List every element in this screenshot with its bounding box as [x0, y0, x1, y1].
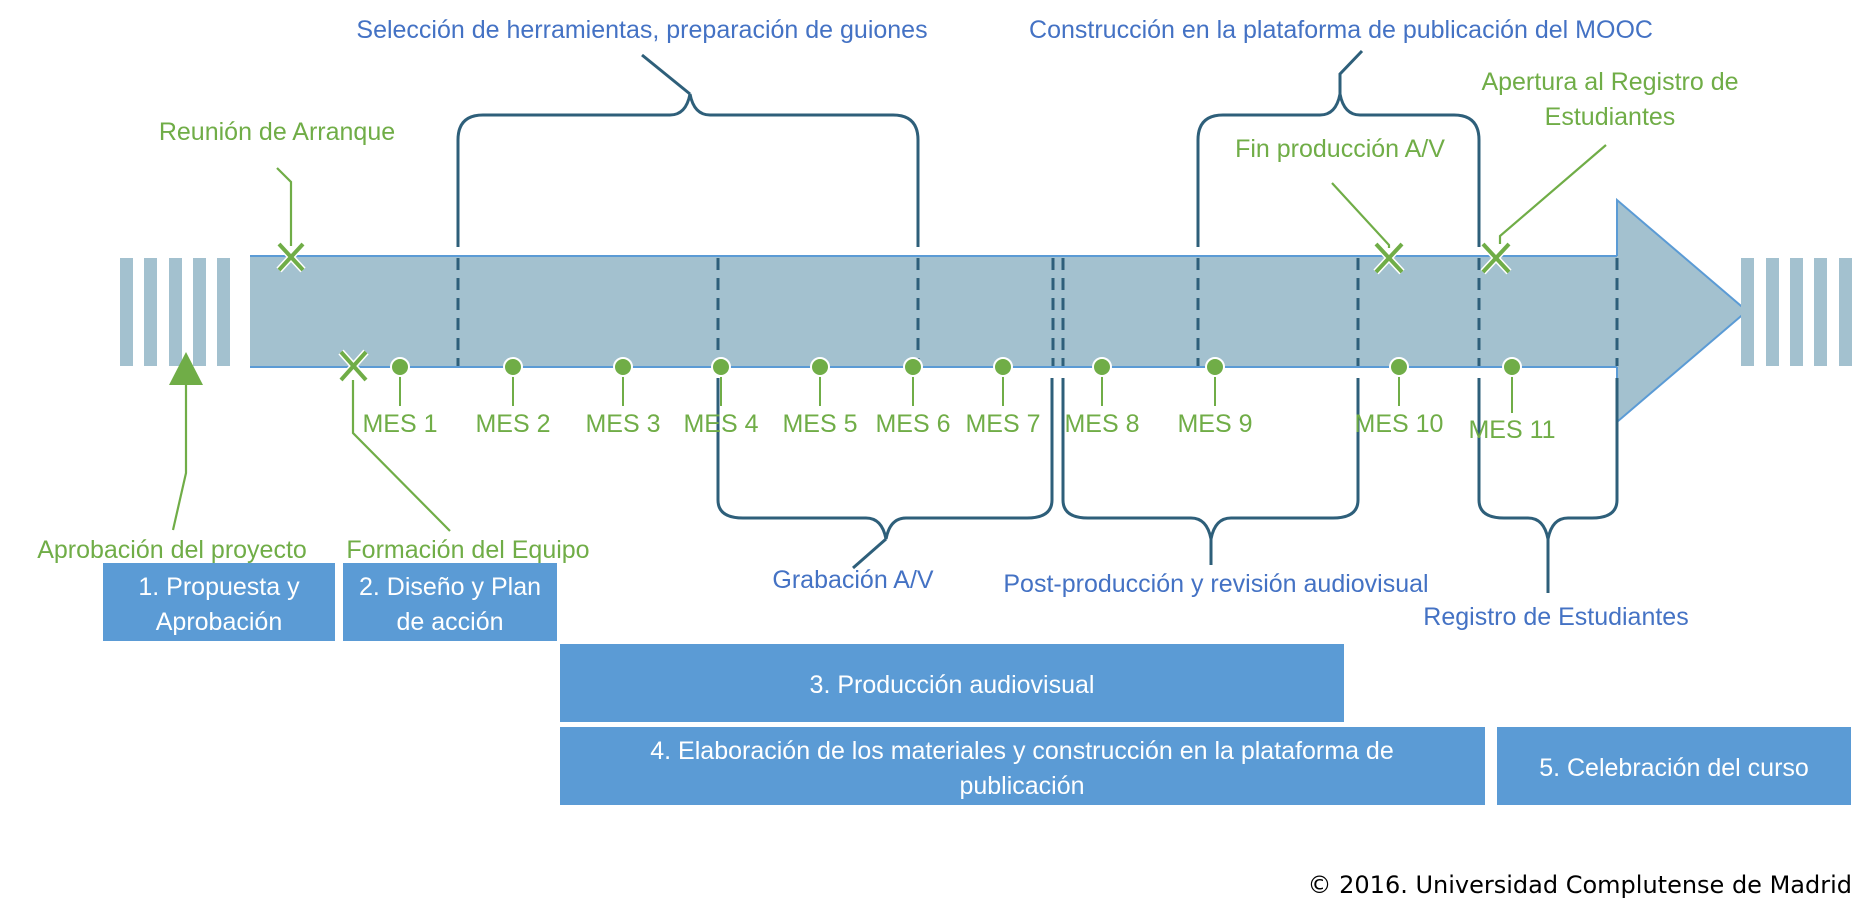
month-label: MES 5 — [782, 410, 857, 438]
cross-icon — [338, 349, 369, 383]
stripe — [120, 258, 133, 366]
phase-5-block — [1497, 727, 1851, 805]
month-dot — [711, 357, 731, 377]
timeline-arrow — [250, 200, 1747, 422]
right-stripes — [1741, 258, 1852, 366]
label-grabacion: Grabación A/V — [772, 566, 934, 594]
stripe — [1790, 258, 1803, 366]
label-apertura-line1: Apertura al Registro de — [1481, 68, 1738, 96]
month-label: MES 8 — [1064, 410, 1139, 438]
phase-5-label: 5. Celebración del curso — [1539, 754, 1809, 782]
month-label: MES 11 — [1468, 416, 1555, 444]
stripe — [1741, 258, 1754, 366]
phase-2-line2: de acción — [396, 608, 503, 636]
month-dot — [390, 357, 410, 377]
label-formacion: Formación del Equipo — [346, 536, 589, 564]
label-registro: Registro de Estudiantes — [1423, 603, 1688, 631]
label-fin-produccion: Fin producción A/V — [1235, 135, 1445, 163]
month-label: MES 3 — [585, 410, 660, 438]
month-label: MES 4 — [683, 410, 758, 438]
phase-blocks: 1. Propuesta y Aprobación 2. Diseño y Pl… — [103, 563, 1851, 805]
label-apertura-line2: Estudiantes — [1545, 103, 1676, 131]
leader-line — [351, 380, 451, 532]
label-seleccion: Selección de herramientas, preparación d… — [356, 16, 927, 44]
dashed-dividers — [456, 258, 1619, 366]
month-dot — [810, 357, 830, 377]
phase-4-line1: 4. Elaboración de los materiales y const… — [650, 737, 1393, 765]
month-label: MES 1 — [362, 410, 437, 438]
phase-3-block — [560, 644, 1344, 722]
stripe — [1814, 258, 1827, 366]
cross-icon — [1373, 241, 1405, 275]
stripe — [193, 258, 206, 366]
leader-line — [1498, 144, 1607, 244]
phase-1-line2: Aprobación — [156, 608, 282, 636]
milestone-apertura — [1480, 144, 1607, 275]
brace-leader — [1338, 49, 1364, 94]
stripe — [169, 258, 182, 366]
phase-3-label: 3. Producción audiovisual — [810, 671, 1095, 699]
month-labels: MES 1 MES 2 MES 3 MES 4 MES 5 MES 6 MES 7 MES 8… — [362, 410, 1555, 444]
copyright-notice: © 2016. Universidad Complutense de Madri… — [1308, 871, 1853, 899]
phase-2-block — [343, 563, 557, 641]
label-aprobacion: Aprobación del proyecto — [37, 536, 307, 564]
stripe — [1839, 258, 1852, 366]
brace-construccion — [1196, 93, 1481, 247]
cross-icon — [1480, 241, 1512, 275]
brace-leader — [852, 537, 887, 570]
month-dot — [993, 357, 1013, 377]
left-stripes — [120, 258, 230, 366]
label-postproduccion: Post-producción y revisión audiovisual — [1003, 570, 1428, 598]
month-dot — [1092, 357, 1112, 377]
month-label: MES 6 — [875, 410, 950, 438]
phase-1-block — [103, 563, 335, 641]
month-label: MES 9 — [1177, 410, 1252, 438]
milestone-aprobacion — [169, 352, 203, 531]
month-dot — [903, 357, 923, 377]
milestone-fin-produccion — [1331, 182, 1405, 275]
month-dot — [503, 357, 523, 377]
month-dot — [613, 357, 633, 377]
brace-leader — [641, 53, 691, 96]
triangle-up-icon — [169, 352, 203, 385]
phase-2-line1: 2. Diseño y Plan — [359, 573, 541, 601]
phase-1-line1: 1. Propuesta y — [138, 573, 300, 601]
month-dot — [1389, 357, 1409, 377]
month-dot — [1502, 357, 1522, 377]
brace-seleccion — [456, 93, 920, 247]
cross-icon — [276, 241, 306, 273]
phase-4-line2: publicación — [959, 772, 1084, 800]
milestone-reunion — [276, 167, 306, 273]
brace-grabacion — [716, 378, 1054, 540]
brace-registro — [1477, 378, 1619, 540]
stripe — [1766, 258, 1779, 366]
leader-line — [171, 385, 188, 531]
stripe — [144, 258, 157, 366]
milestone-formacion — [338, 349, 451, 532]
label-reunion: Reunión de Arranque — [159, 118, 395, 146]
leader-line — [1331, 182, 1391, 248]
leader-line — [276, 167, 293, 246]
month-label: MES 10 — [1355, 410, 1444, 438]
brace-postproduccion — [1061, 378, 1360, 540]
month-label: MES 7 — [965, 410, 1040, 438]
month-markers — [390, 357, 1522, 413]
label-construccion: Construcción en la plataforma de publica… — [1029, 16, 1653, 44]
phase-4-block — [560, 727, 1485, 805]
month-dot — [1205, 357, 1225, 377]
month-label: MES 2 — [475, 410, 550, 438]
stripe — [217, 258, 230, 366]
